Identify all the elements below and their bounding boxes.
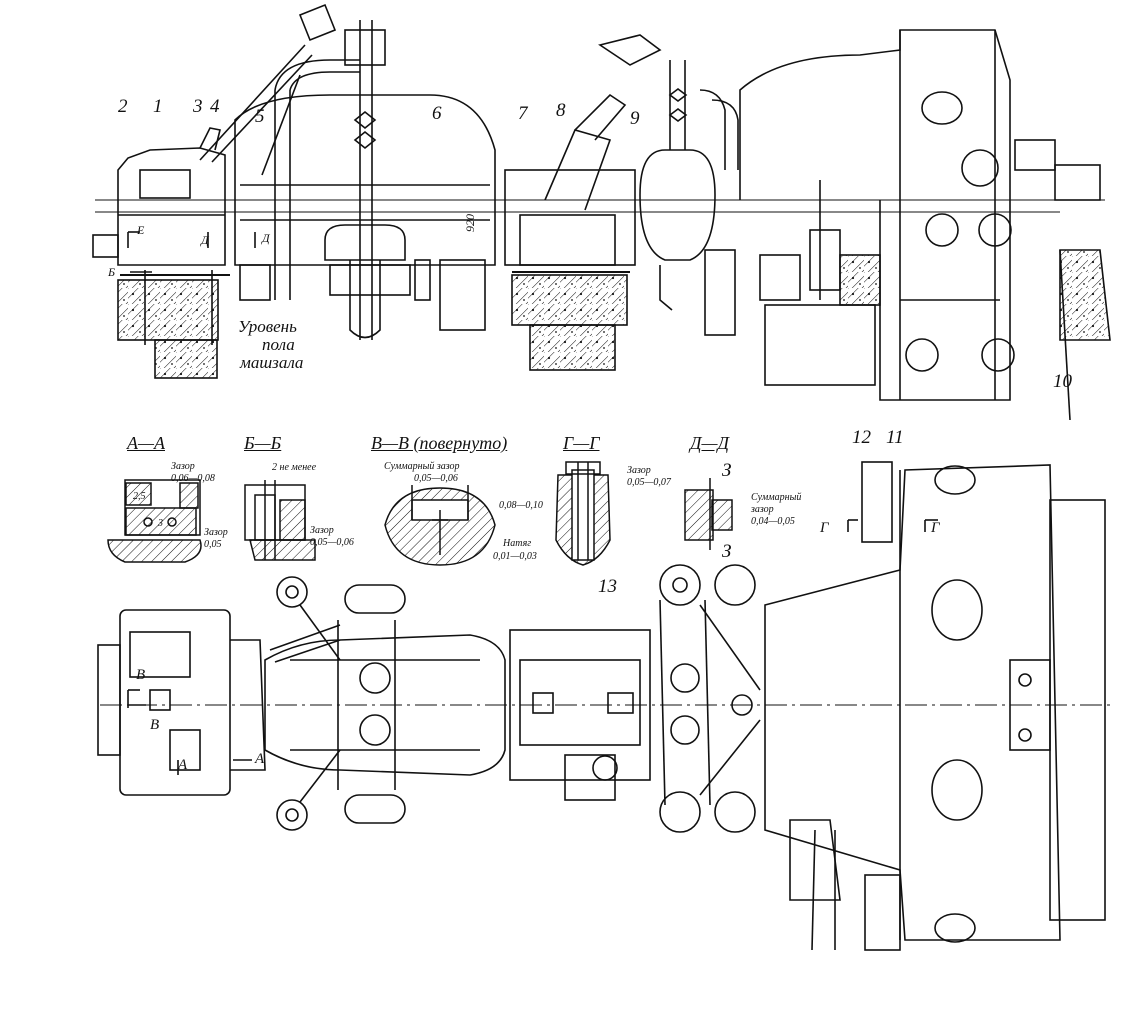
lp-casing-plan xyxy=(764,461,1106,951)
callout-13: 13 xyxy=(598,576,617,597)
section-dd-z-lower: З xyxy=(722,541,732,562)
floor-level-line-3: машзала xyxy=(240,352,304,372)
section-dd-gap-value: 0,04—0,05 xyxy=(751,516,795,527)
lp-casing xyxy=(739,29,1111,421)
section-vv-side: 0,08—0,10 xyxy=(499,500,543,511)
section-bb-detail xyxy=(244,480,316,561)
section-aa-detail xyxy=(107,479,202,563)
floor-level-label: Уровень пола машзала xyxy=(238,318,303,372)
cut-mark-d-right: Д xyxy=(262,231,270,245)
callout-9: 9 xyxy=(630,108,640,129)
front-pedestal-plan xyxy=(97,609,266,796)
side-view-cut-marks xyxy=(127,231,256,273)
section-vv-detail xyxy=(384,485,496,566)
callout-2: 2 xyxy=(118,96,128,117)
cut-mark-d-left: Д xyxy=(201,233,209,247)
callout-7: 7 xyxy=(518,103,528,124)
middle-pedestal-plan xyxy=(509,629,651,801)
section-vv-fit-value: 0,01—0,03 xyxy=(493,551,537,562)
ip-control-valve xyxy=(598,34,739,336)
cut-mark-v-lower: В xyxy=(150,717,160,733)
callout-4: 4 xyxy=(210,96,220,117)
section-bb-min: 2 не менее xyxy=(272,462,317,473)
lower-supports xyxy=(759,180,881,386)
cut-mark-g-left: Г xyxy=(820,520,829,536)
section-vv-fit: Натяг xyxy=(503,538,532,549)
section-aa-title: А—А xyxy=(127,433,165,453)
front-bearing-pedestal xyxy=(92,127,226,266)
callout-6: 6 xyxy=(432,103,442,124)
callout-10: 10 xyxy=(1053,371,1072,392)
section-aa-gap1: Зазор xyxy=(171,461,195,472)
plan-view xyxy=(97,461,1110,951)
floor-level-line-2: пола xyxy=(262,334,295,354)
floor-level-line-1: Уровень xyxy=(238,317,297,336)
section-bb-gap: Зазор xyxy=(310,525,334,536)
cut-mark-g-right: Г xyxy=(931,520,940,536)
cut-mark-a-right: А xyxy=(255,751,265,767)
section-details xyxy=(107,461,733,566)
section-dd-detail xyxy=(684,478,733,550)
callout-12: 12 xyxy=(852,427,871,448)
cut-mark-a-left: А xyxy=(178,757,188,773)
section-aa-dim-3: 3 xyxy=(158,518,163,529)
callout-8: 8 xyxy=(556,100,566,121)
section-vv-title: В—В (повернуто) xyxy=(371,433,508,453)
dimension-920: 920 xyxy=(463,214,477,232)
callout-3: 3 xyxy=(193,96,203,117)
section-gg-gap: Зазор xyxy=(627,465,651,476)
cut-mark-v-upper: В xyxy=(136,667,146,683)
ip-valve-arms xyxy=(659,564,761,833)
middle-bearing-pedestal xyxy=(504,93,636,371)
hp-valve-arms xyxy=(276,576,406,831)
section-gg-gap-value: 0,05—0,07 xyxy=(627,477,671,488)
section-dd-gap: зазор xyxy=(751,504,774,515)
section-vv-sum: Суммарный зазор xyxy=(384,461,460,472)
hp-cylinder xyxy=(234,59,496,301)
section-dd-title: Д—Д xyxy=(690,433,729,453)
side-view xyxy=(92,3,1111,421)
cut-mark-b: Б xyxy=(108,265,116,279)
section-bb-title: Б—Б xyxy=(244,433,282,453)
callout-5: 5 xyxy=(255,106,265,127)
section-dd-z-upper: З xyxy=(722,460,732,481)
section-dd-sum: Суммарный xyxy=(751,492,802,503)
cut-mark-e: Е xyxy=(137,223,145,237)
section-aa-gap2-value: 0,05 xyxy=(204,539,222,550)
section-gg-detail xyxy=(555,461,611,566)
section-aa-gap2: Зазор xyxy=(204,527,228,538)
callout-11: 11 xyxy=(886,427,904,448)
section-bb-gap-value: 0,05—0,06 xyxy=(310,537,354,548)
callout-1: 1 xyxy=(153,96,163,117)
section-vv-sum-value: 0,05—0,06 xyxy=(414,473,458,484)
hp-control-valve xyxy=(298,3,406,340)
section-aa-dim-25: 2,5 xyxy=(133,491,146,502)
plan-view-cut-marks xyxy=(127,519,938,775)
section-aa-gap1-value: 0,06—0,08 xyxy=(171,473,215,484)
hp-cylinder-plan xyxy=(264,624,506,776)
foundation-left xyxy=(117,270,230,379)
section-gg-title: Г—Г xyxy=(563,433,600,453)
